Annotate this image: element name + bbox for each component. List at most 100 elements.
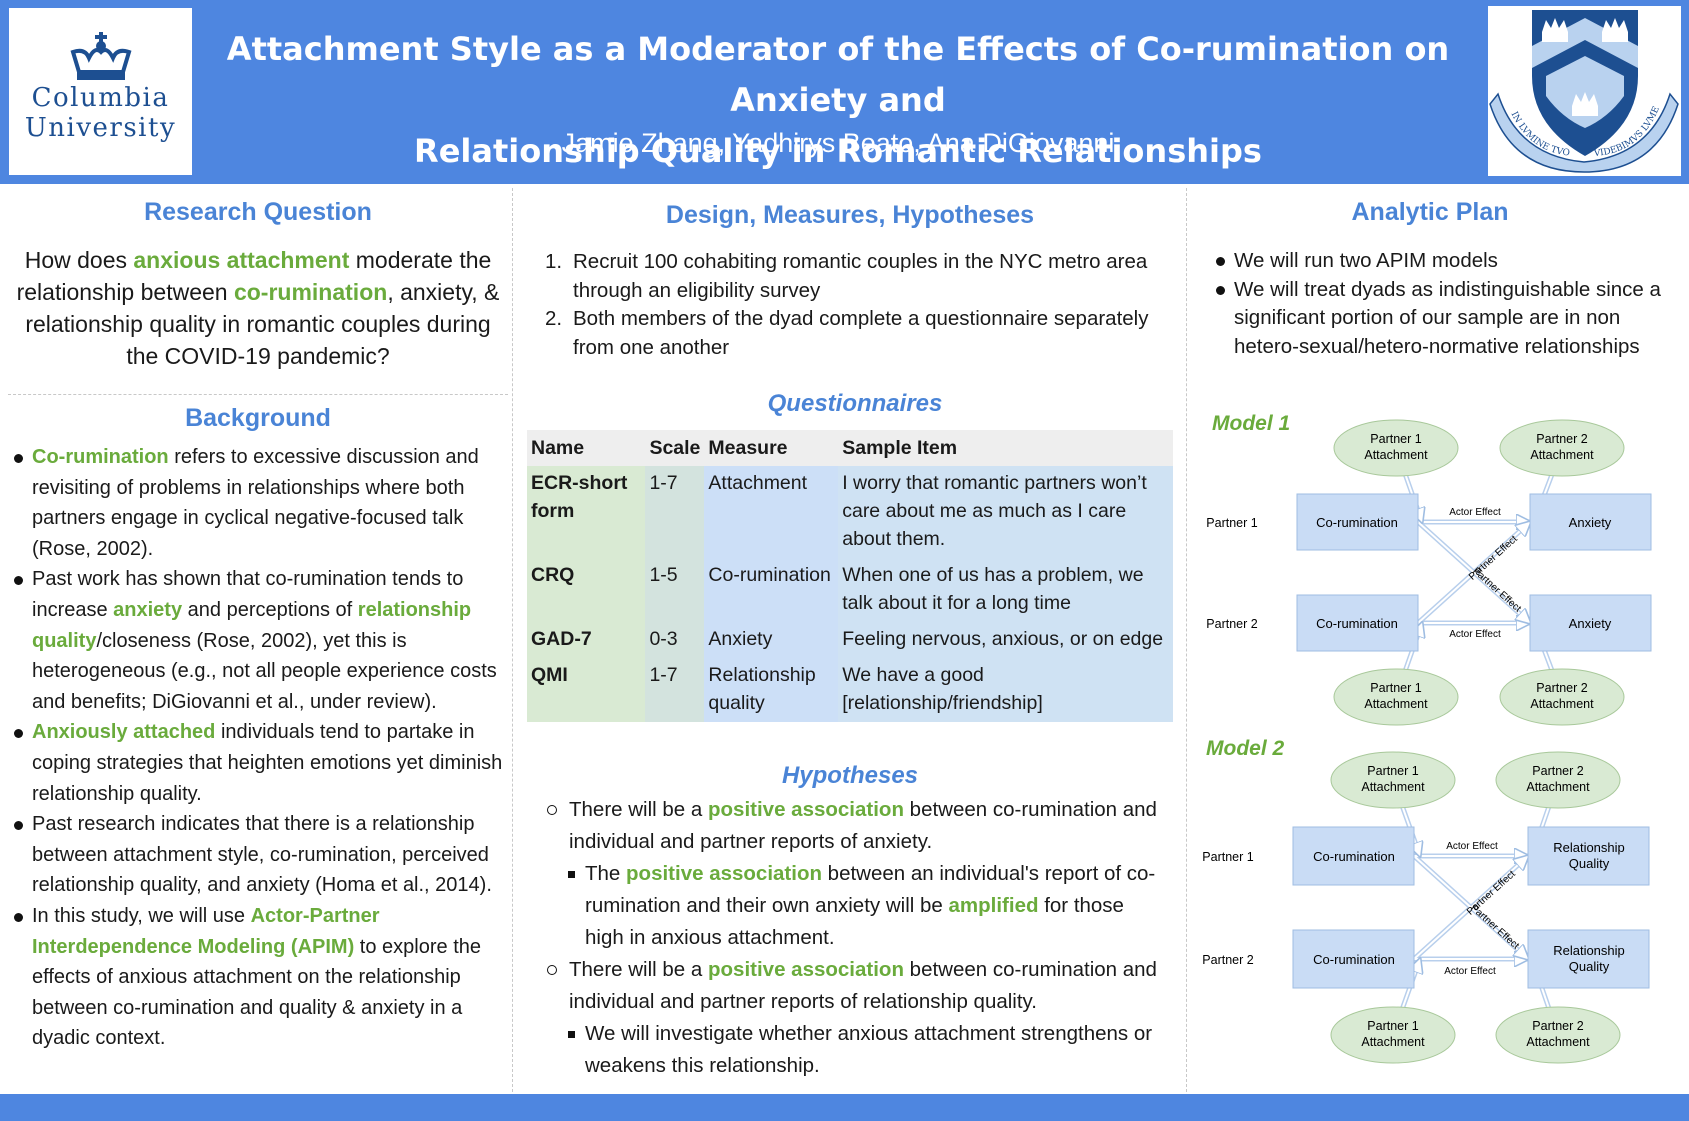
model2-p2-attachment-node: Partner 2 Attachment [1495,751,1621,809]
cell-name: GAD-7 [527,622,646,658]
cell-scale: 1-7 [645,466,705,558]
node-label: Attachment [1530,697,1594,711]
list-item: 2.Both members of the dyad complete a qu… [545,307,1149,359]
node-label: Relationship [1553,840,1625,855]
section-divider [8,394,508,395]
model2-p1-outcome-node: Relationship Quality [1527,826,1650,886]
list-item: The positive association between an indi… [545,858,1165,954]
node-label: Partner 1 [1367,1019,1418,1033]
actor-effect-label: Actor Effect [1449,507,1501,518]
background-list: Co-rumination refers to excessive discus… [12,442,508,1054]
model1-p1-attachment-node: Partner 1 Attachment [1333,419,1459,477]
model1-diagram: Partner 1 Attachment Partner 2 Attachmen… [1206,419,1652,726]
model2-partner2-label: Partner 2 [1202,953,1253,967]
node-label: Relationship [1553,943,1625,958]
model2-diagram: Partner 1 Attachment Partner 2 Attachmen… [1202,751,1650,1064]
partner-effect-label: Partner Effect [1468,903,1521,952]
node-label: Anxiety [1569,515,1612,530]
table-header-row: Name Scale Measure Sample Item [527,430,1173,466]
footer-banner [0,1094,1689,1121]
cell-scale: 0-3 [645,622,705,658]
actor-effect-label: Actor Effect [1444,966,1496,977]
node-label: Attachment [1364,697,1428,711]
column-header: Sample Item [838,430,1173,466]
research-question-heading: Research Question [144,198,372,226]
node-label: Attachment [1526,780,1590,794]
columbia-logo: Columbia University [9,8,192,175]
model2-partner1-label: Partner 1 [1202,850,1253,864]
list-item: We will treat dyads as indistinguishable… [1214,276,1674,362]
model2-p2-attachment-bottom-node: Partner 2 Attachment [1495,1006,1621,1064]
columbia-seal: IN LVMINE TVO VIDEBIMVS LVMEN [1484,0,1681,176]
node-label: Attachment [1364,448,1428,462]
model2-label: Model 2 [1206,737,1285,760]
hypotheses-heading: Hypotheses [781,762,919,789]
design-heading: Design, Measures, Hypotheses [665,201,1035,229]
model1-p2-attachment-node: Partner 2 Attachment [1499,419,1625,477]
column-divider-2 [1186,188,1187,1092]
cell-measure: Relationship quality [704,658,839,722]
actor-effect-label: Actor Effect [1449,629,1501,640]
model1-p2-corumination-node: Co-rumination [1296,594,1419,652]
crown-icon [70,32,131,80]
model1-p2-attachment-bottom-node: Partner 2 Attachment [1499,668,1625,726]
model1-p1-attachment-bottom-node: Partner 1 Attachment [1333,668,1459,726]
node-label: Co-rumination [1313,952,1395,967]
model2-p2-outcome-node: Relationship Quality [1527,929,1650,989]
cell-name: QMI [527,658,646,722]
logo-text-university: University [24,113,177,143]
model1-partner1-label: Partner 1 [1206,516,1257,530]
model2-p1-corumination-node: Co-rumination [1292,826,1415,886]
column-header: Name [527,430,646,466]
model1-p1-corumination-node: Co-rumination [1296,493,1419,551]
node-label: Attachment [1530,448,1594,462]
node-label: Co-rumination [1316,515,1398,530]
node-label: Partner 1 [1367,764,1418,778]
hypotheses-list: There will be a positive association bet… [545,794,1165,1082]
node-label: Attachment [1361,1035,1425,1049]
node-label: Partner 2 [1536,681,1587,695]
cell-item: When one of us has a problem, we talk ab… [838,558,1173,622]
node-label: Anxiety [1569,616,1612,631]
list-item: Co-rumination refers to excessive discus… [12,442,508,564]
cell-measure: Anxiety [704,622,839,658]
node-label: Attachment [1361,780,1425,794]
actor-effect-label: Actor Effect [1446,841,1498,852]
list-item: We will run two APIM models [1214,247,1674,276]
background-heading: Background [185,404,331,432]
table-row: GAD-7 0-3 Anxiety Feeling nervous, anxio… [527,622,1173,658]
column-header: Scale [645,430,705,466]
node-label: Attachment [1526,1035,1590,1049]
model1-p1-outcome-node: Anxiety [1529,493,1652,551]
node-label: Partner 2 [1532,764,1583,778]
table-row: CRQ 1-5 Co-rumination When one of us has… [527,558,1173,622]
list-item: In this study, we will use Actor-Partner… [12,901,508,1054]
title-line-2: Relationship Quality in Romantic Relatio… [414,132,1262,170]
list-item: We will investigate whether anxious atta… [545,1018,1165,1082]
model1-label: Model 1 [1212,412,1291,435]
table-row: ECR-short form 1-7 Attachment I worry th… [527,466,1173,558]
cell-item: Feeling nervous, anxious, or on edge [838,622,1173,658]
header-banner: Columbia University Attachment Style as … [0,0,1689,184]
cell-name: ECR-short form [527,466,646,558]
analytic-plan-list: We will run two APIM models We will trea… [1214,247,1674,361]
model2-p1-attachment-node: Partner 1 Attachment [1330,751,1456,809]
node-label: Quality [1569,856,1610,871]
cell-name: CRQ [527,558,646,622]
node-label: Partner 2 [1536,432,1587,446]
partner-effect-label: Partner Effect [1470,566,1523,615]
column-divider-1 [512,188,513,1092]
node-label: Partner 2 [1532,1019,1583,1033]
analytic-plan-heading: Analytic Plan [1351,198,1509,226]
model1-p2-outcome-node: Anxiety [1529,594,1652,652]
cell-measure: Attachment [704,466,839,558]
column-header: Measure [704,430,839,466]
list-item: Past research indicates that there is a … [12,809,508,901]
questionnaires-table: Name Scale Measure Sample Item ECR-short… [527,430,1173,722]
list-item: Anxiously attached individuals tend to p… [12,717,508,809]
model2-p2-corumination-node: Co-rumination [1292,929,1415,989]
node-label: Partner 1 [1370,432,1421,446]
model2-p1-attachment-bottom-node: Partner 1 Attachment [1330,1006,1456,1064]
list-item: Past work has shown that co-rumination t… [12,564,508,717]
cell-measure: Co-rumination [704,558,839,622]
